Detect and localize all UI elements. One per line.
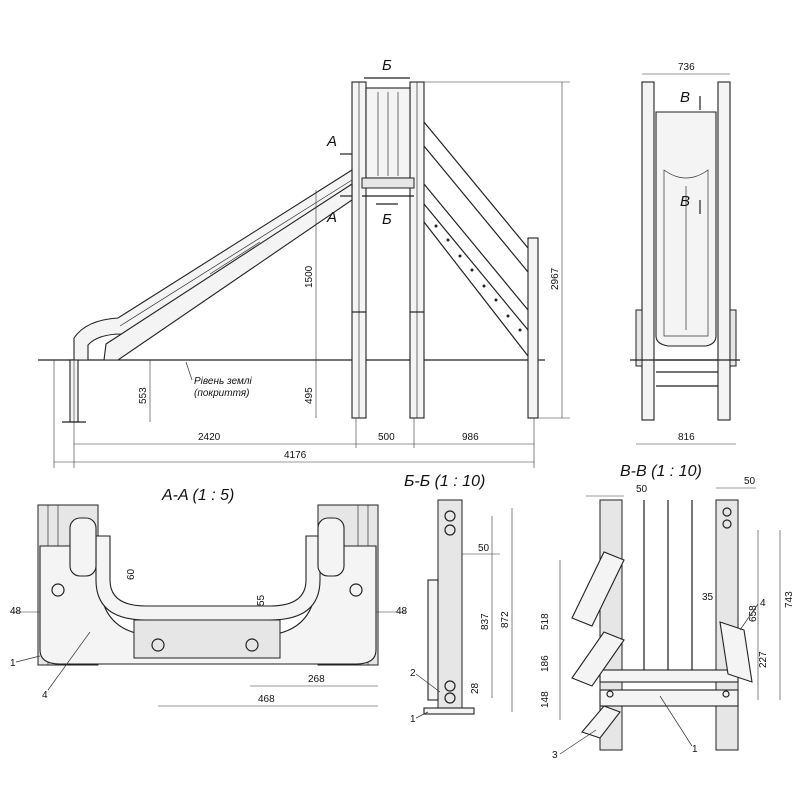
bb-post <box>437 499 463 713</box>
section-b-bottom: Б <box>382 211 392 228</box>
section-vv-title: B-B (1 : 10) <box>620 463 702 480</box>
dim-total-height: 2967 <box>550 267 561 290</box>
vv-callout-4: 4 <box>760 598 766 609</box>
aa-callout-1: 1 <box>10 658 16 669</box>
vv-callout-1: 1 <box>692 744 698 755</box>
section-v-top: B <box>680 89 690 106</box>
section-a-bottom: A <box>326 209 337 226</box>
section-vv: B-B (1 : 10) 50 50 518 186 148 35 658 74… <box>540 463 795 761</box>
aa-dim-inner-gap: 60 <box>126 568 137 580</box>
front-post-right <box>717 81 731 421</box>
vv-dim-rung-1: 518 <box>540 613 551 630</box>
vv-dim-top-left: 50 <box>636 484 648 495</box>
vv-callout-3: 3 <box>552 750 558 761</box>
ladder-rungs <box>434 224 522 332</box>
vv-deck <box>599 669 739 683</box>
dim-slide-length: 2420 <box>198 432 221 443</box>
dim-slide-foot-depth: 553 <box>138 387 149 404</box>
vv-dim-right-658: 658 <box>748 605 759 622</box>
aa-dim-overall-width: 468 <box>258 694 275 705</box>
aa-rail-left <box>69 517 97 577</box>
aa-dim-bottom-thick: 55 <box>256 594 267 606</box>
dim-ladder-length: 986 <box>462 432 479 443</box>
vv-step-3 <box>581 705 621 739</box>
section-aa: A-A (1 : 5) 48 48 60 55 268 468 1 4 <box>10 487 408 707</box>
ladder-rails <box>423 121 529 357</box>
front-post-left <box>641 81 655 421</box>
section-bb: Б-Б (1 : 10) 50 837 872 28 2 1 <box>404 473 513 725</box>
vv-step-1 <box>571 551 625 627</box>
vv-dim-rung-2: 186 <box>540 655 551 672</box>
section-v-bottom: B <box>680 193 690 210</box>
dim-post-below-ground: 495 <box>304 387 315 404</box>
vv-dim-right-227: 227 <box>758 651 769 668</box>
bb-dim-height-outer: 872 <box>500 611 511 628</box>
bb-dim-height-inner: 837 <box>480 613 491 630</box>
section-a-top: A <box>326 133 337 150</box>
bb-dim-bottom-gap: 28 <box>470 682 481 694</box>
ladder-post <box>527 237 539 419</box>
vv-dim-gap-small: 35 <box>702 592 714 603</box>
section-aa-title: A-A (1 : 5) <box>161 487 234 504</box>
vv-bracket <box>719 621 753 683</box>
vv-dim-right-743: 743 <box>784 591 795 608</box>
dim-overall-length: 4176 <box>284 450 307 461</box>
vv-dim-top-right: 50 <box>744 476 756 487</box>
dim-front-width-bottom: 816 <box>678 432 695 443</box>
dim-platform-width: 500 <box>378 432 395 443</box>
vv-step-2 <box>571 631 625 687</box>
aa-chute <box>95 535 321 621</box>
bb-callout-1: 1 <box>410 714 416 725</box>
section-b-top: Б <box>382 57 392 74</box>
main-dimensions: 2967 1500 495 553 2420 500 986 4176 <box>53 81 570 468</box>
slide-rail <box>103 182 353 361</box>
aa-dim-side-left: 48 <box>10 606 22 617</box>
bb-dim-offset: 50 <box>478 543 490 554</box>
aa-dim-bottom-width: 268 <box>308 674 325 685</box>
aa-rail-right <box>317 517 345 577</box>
bb-callout-2: 2 <box>410 668 416 679</box>
bb-panel <box>427 579 439 701</box>
aa-dim-side-right: 48 <box>396 606 408 617</box>
aa-callout-4: 4 <box>42 690 48 701</box>
section-bb-title: Б-Б (1 : 10) <box>404 473 485 490</box>
platform-deck <box>361 177 415 189</box>
ground-label-line1: Рівень землі <box>194 376 252 387</box>
dim-front-width-top: 736 <box>678 62 695 73</box>
ground-label-line2: (покриття) <box>194 388 249 399</box>
slide-chute <box>73 169 353 361</box>
dim-platform-height: 1500 <box>304 265 315 288</box>
main-side-view: Б A A Б Рівень землі (покриття) 2967 150… <box>38 57 570 468</box>
front-view: B B 736 816 <box>630 62 740 445</box>
vv-dim-rung-3: 148 <box>540 691 551 708</box>
